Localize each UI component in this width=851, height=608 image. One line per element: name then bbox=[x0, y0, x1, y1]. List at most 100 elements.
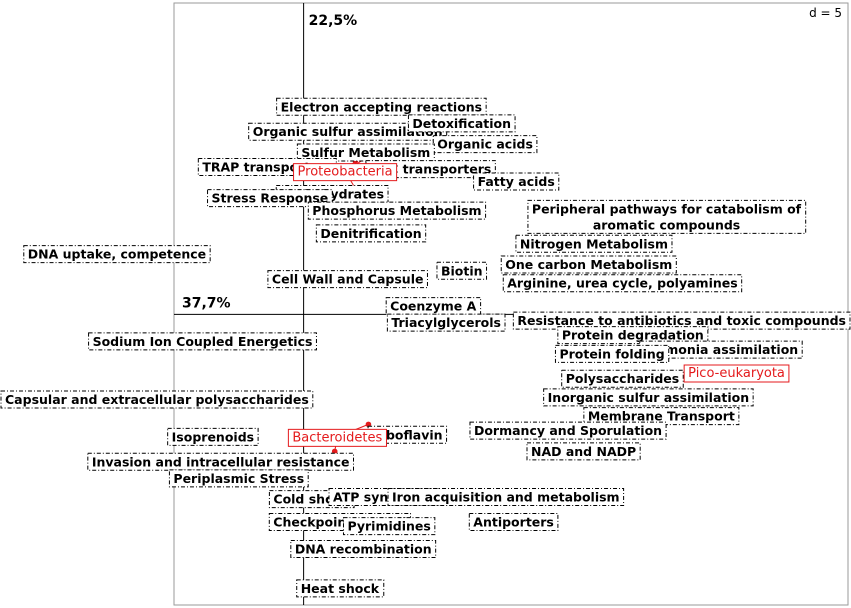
variable-label-text: Resistance to antibiotics and toxic comp… bbox=[517, 313, 846, 328]
variable-label-text: Electron accepting reactions bbox=[281, 99, 483, 114]
variable-label-box bbox=[502, 274, 743, 293]
variable-label-text: ABC transporters bbox=[370, 162, 491, 177]
variable-label-text: Arginine, urea cycle, polyamines bbox=[507, 276, 737, 291]
variable-label-text: Sodium Ion Coupled Energetics bbox=[93, 334, 313, 349]
variable-label-text: Protein folding bbox=[559, 346, 664, 361]
variable-label: Polysaccharides bbox=[561, 369, 684, 388]
variable-label-text: Riboflavin bbox=[372, 427, 442, 442]
variable-label-box bbox=[365, 160, 496, 179]
variable-label: Electron accepting reactions bbox=[276, 97, 487, 116]
variable-label: Organic acids bbox=[432, 135, 538, 154]
variable-label-text: DNA uptake, competence bbox=[28, 247, 206, 262]
variable-label-text: Triacylglycerols bbox=[391, 315, 501, 330]
variable-label-text: Dormancy and Sporulation bbox=[474, 423, 662, 438]
variable-label-box bbox=[385, 297, 482, 316]
variable-label: Inorganic sulfur assimilation bbox=[543, 388, 754, 407]
variable-label: NAD and NADP bbox=[526, 442, 641, 461]
variable-label: Periplasmic Stress bbox=[168, 469, 309, 488]
variable-label-text: Detoxification bbox=[412, 116, 511, 131]
variable-label-text: Phosphorus Metabolism bbox=[312, 203, 481, 218]
variable-label-box bbox=[207, 189, 333, 208]
variable-label: Isoprenoids bbox=[167, 427, 259, 446]
variable-label-box bbox=[469, 421, 667, 440]
variable-label-box bbox=[167, 427, 259, 446]
variable-label: Arginine, urea cycle, polyamines bbox=[502, 274, 743, 293]
variable-label-text: Heat shock bbox=[301, 581, 380, 596]
variable-label-box bbox=[307, 201, 487, 220]
variable-label-box bbox=[23, 245, 211, 264]
variable-label-box bbox=[290, 539, 437, 558]
variable-label-text: Polysaccharides bbox=[566, 371, 680, 386]
plot-frame bbox=[173, 2, 849, 606]
variable-label-box bbox=[0, 390, 314, 409]
variable-label: Denitrification bbox=[315, 224, 427, 243]
axis-y-percent: 22,5% bbox=[309, 13, 358, 29]
variable-label: One carbon Metabolism bbox=[500, 255, 677, 274]
variable-label-box bbox=[296, 143, 435, 162]
variable-label-text: Antiporters bbox=[473, 514, 554, 529]
variable-label: Biotin bbox=[436, 261, 488, 280]
variable-label-text: Protein degradation bbox=[562, 328, 704, 343]
variable-label: Invasion and intracellular resistance bbox=[87, 452, 355, 471]
variable-label: Protein degradation bbox=[557, 326, 709, 345]
variable-label-box bbox=[554, 344, 670, 363]
variable-label-text: Fatty acids bbox=[478, 174, 555, 189]
variable-label: Detoxification bbox=[407, 114, 516, 133]
variable-label: Phosphorus Metabolism bbox=[307, 201, 487, 220]
variable-label: Nitrogen Metabolism bbox=[515, 234, 673, 253]
variable-label: Antiporters bbox=[468, 512, 559, 531]
variable-label: Iron acquisition and metabolism bbox=[387, 488, 625, 507]
variable-label-box bbox=[386, 313, 506, 332]
variable-label-box bbox=[342, 517, 436, 536]
variable-label: DNA recombination bbox=[290, 539, 437, 558]
variable-label-box bbox=[276, 97, 487, 116]
variable-label-text: Stress Response bbox=[212, 191, 329, 206]
variable-label-box bbox=[267, 270, 428, 289]
variable-label-box bbox=[561, 369, 684, 388]
variable-label: DNA uptake, competence bbox=[23, 245, 211, 264]
variable-label: Sodium Ion Coupled Energetics bbox=[88, 332, 317, 351]
group-label-box bbox=[683, 364, 790, 383]
variable-label-text: Organic sulfur assimilation bbox=[253, 124, 443, 139]
variable-label-box bbox=[543, 388, 754, 407]
variable-label-text: Capsular and extracellular polysaccharid… bbox=[5, 392, 309, 407]
variable-label-box bbox=[500, 255, 677, 274]
variable-label-box bbox=[473, 172, 560, 191]
group-label: Proteobacteria bbox=[293, 163, 398, 182]
variable-label-box bbox=[557, 326, 709, 345]
variable-label: Cell Wall and Capsule bbox=[267, 270, 428, 289]
variable-label-text: Denitrification bbox=[320, 226, 421, 241]
group-label: Pico-eukaryota bbox=[683, 364, 790, 383]
variable-label-box bbox=[407, 114, 516, 133]
variable-label: Capsular and extracellular polysaccharid… bbox=[0, 390, 314, 409]
variable-label: Heat shock bbox=[296, 579, 385, 598]
variable-label-text: Pyrimidines bbox=[347, 519, 430, 534]
axis-x-percent: 37,7% bbox=[182, 295, 231, 311]
variable-label: Triacylglycerols bbox=[386, 313, 506, 332]
group-label-text: Pico-eukaryota bbox=[688, 366, 785, 381]
variable-label-box bbox=[248, 122, 448, 141]
variable-label-text: Invasion and intracellular resistance bbox=[92, 454, 350, 469]
variable-label-box bbox=[527, 199, 807, 234]
variable-label: Protein folding bbox=[554, 344, 670, 363]
variable-label-box bbox=[436, 261, 488, 280]
variable-label: ammonia assimilation bbox=[639, 340, 803, 359]
group-label: Bacteroidetes bbox=[287, 428, 387, 447]
variable-label: Fatty acids bbox=[473, 172, 560, 191]
variable-label-text: DNA recombination bbox=[295, 541, 432, 556]
variable-label-box bbox=[88, 332, 317, 351]
variable-label-box bbox=[468, 512, 559, 531]
variable-label-box bbox=[168, 469, 309, 488]
variable-label: Organic sulfur assimilation bbox=[248, 122, 448, 141]
variable-label: Riboflavin bbox=[367, 425, 448, 444]
scale-label: d = 5 bbox=[809, 6, 842, 20]
variable-label-text: ammonia assimilation bbox=[644, 342, 798, 357]
group-label-text: Proteobacteria bbox=[298, 165, 393, 180]
variable-label-text: Membrane Transport bbox=[588, 409, 735, 424]
variable-label-box bbox=[526, 442, 641, 461]
variable-label: Sulfur Metabolism bbox=[296, 143, 435, 162]
variable-label-text: Nitrogen Metabolism bbox=[520, 236, 668, 251]
variable-label-box bbox=[639, 340, 803, 359]
